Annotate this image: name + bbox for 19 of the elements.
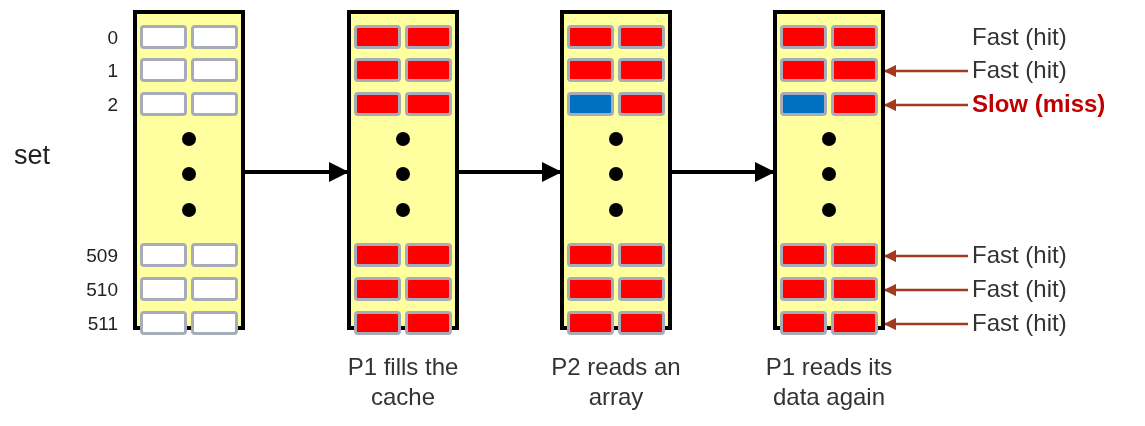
set-number: 0 xyxy=(106,27,118,49)
step-caption: P1 reads its data again xyxy=(764,352,894,412)
arrow xyxy=(245,162,349,182)
set-number: 509 xyxy=(85,245,118,267)
status-label: Fast (hit) xyxy=(972,22,1067,52)
set-number: 510 xyxy=(85,279,118,301)
arrow xyxy=(459,162,562,182)
set-number: 2 xyxy=(106,94,118,116)
status-label: Fast (hit) xyxy=(972,308,1067,338)
status-label: Fast (hit) xyxy=(972,240,1067,270)
arrow xyxy=(672,162,775,182)
set-number: 511 xyxy=(86,313,118,335)
status-label: Slow (miss) xyxy=(972,89,1106,119)
step-caption: P2 reads an array xyxy=(550,352,682,412)
axis-label: set xyxy=(14,139,51,172)
set-number: 1 xyxy=(106,60,118,82)
status-label: Fast (hit) xyxy=(972,55,1067,85)
step-caption: P1 fills the cache xyxy=(346,352,460,412)
status-label: Fast (hit) xyxy=(972,274,1067,304)
